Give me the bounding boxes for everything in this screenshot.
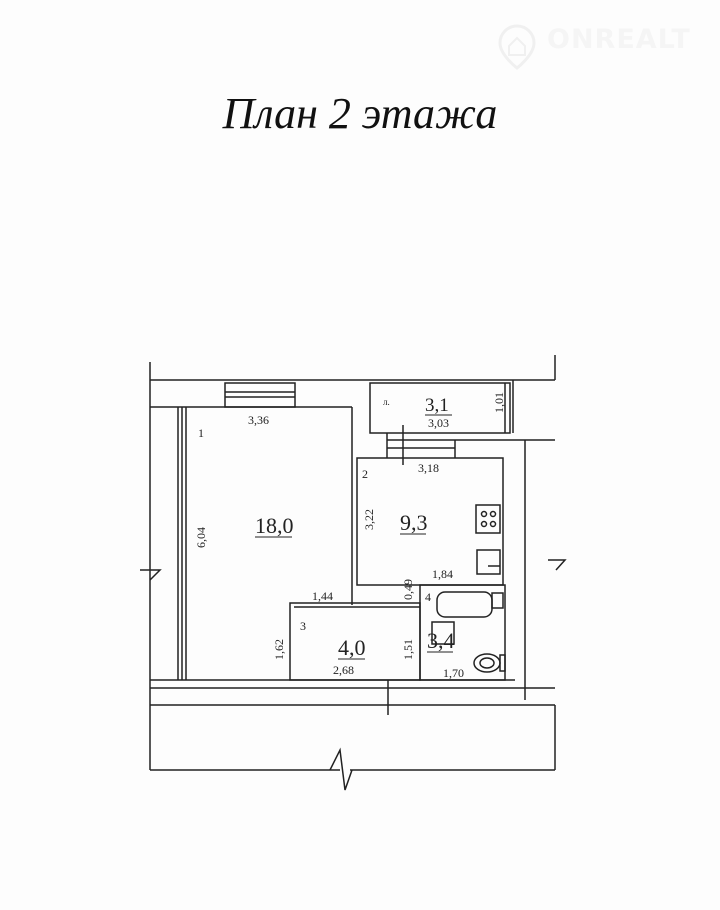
room-dim: 1,62 bbox=[272, 639, 286, 660]
room-dim: 1,51 bbox=[401, 639, 415, 660]
room-area: 9,3 bbox=[400, 510, 428, 535]
room-dim: 0,49 bbox=[401, 579, 415, 600]
room-dim: 3,22 bbox=[362, 509, 376, 530]
room-dim: 1,44 bbox=[312, 589, 333, 603]
room-area: 4,0 bbox=[338, 635, 366, 660]
room-dim: 1,70 bbox=[443, 666, 464, 680]
house-pin-icon bbox=[498, 24, 536, 70]
watermark-logo: ONREALT bbox=[495, 22, 715, 72]
room-dim: 3,18 bbox=[418, 461, 439, 475]
room-area: 3,1 bbox=[425, 395, 449, 416]
room-dim: 3,36 bbox=[248, 413, 269, 427]
watermark-brand: ONREALT bbox=[547, 24, 691, 55]
room-dim: 2,68 bbox=[333, 663, 354, 677]
plan-title: План 2 этажа bbox=[222, 89, 498, 138]
room-number: 3 bbox=[300, 619, 306, 633]
walls bbox=[140, 355, 567, 791]
room-dim: 1,84 bbox=[432, 567, 453, 581]
room-number: л. bbox=[383, 397, 390, 407]
room-number: 2 bbox=[362, 467, 368, 481]
room-area: 3,4 bbox=[427, 628, 455, 653]
room-dim: 3,03 bbox=[428, 416, 449, 430]
room-dim: 6,04 bbox=[194, 527, 208, 548]
room-labels: 1 18,0 3,36 6,04 2 9,3 3,18 3,22 3 4,0 1… bbox=[194, 392, 506, 680]
room-number: 1 bbox=[198, 426, 204, 440]
room-dim: 1,01 bbox=[492, 392, 506, 413]
room-area: 18,0 bbox=[255, 513, 294, 538]
room-number: 4 bbox=[425, 590, 431, 604]
